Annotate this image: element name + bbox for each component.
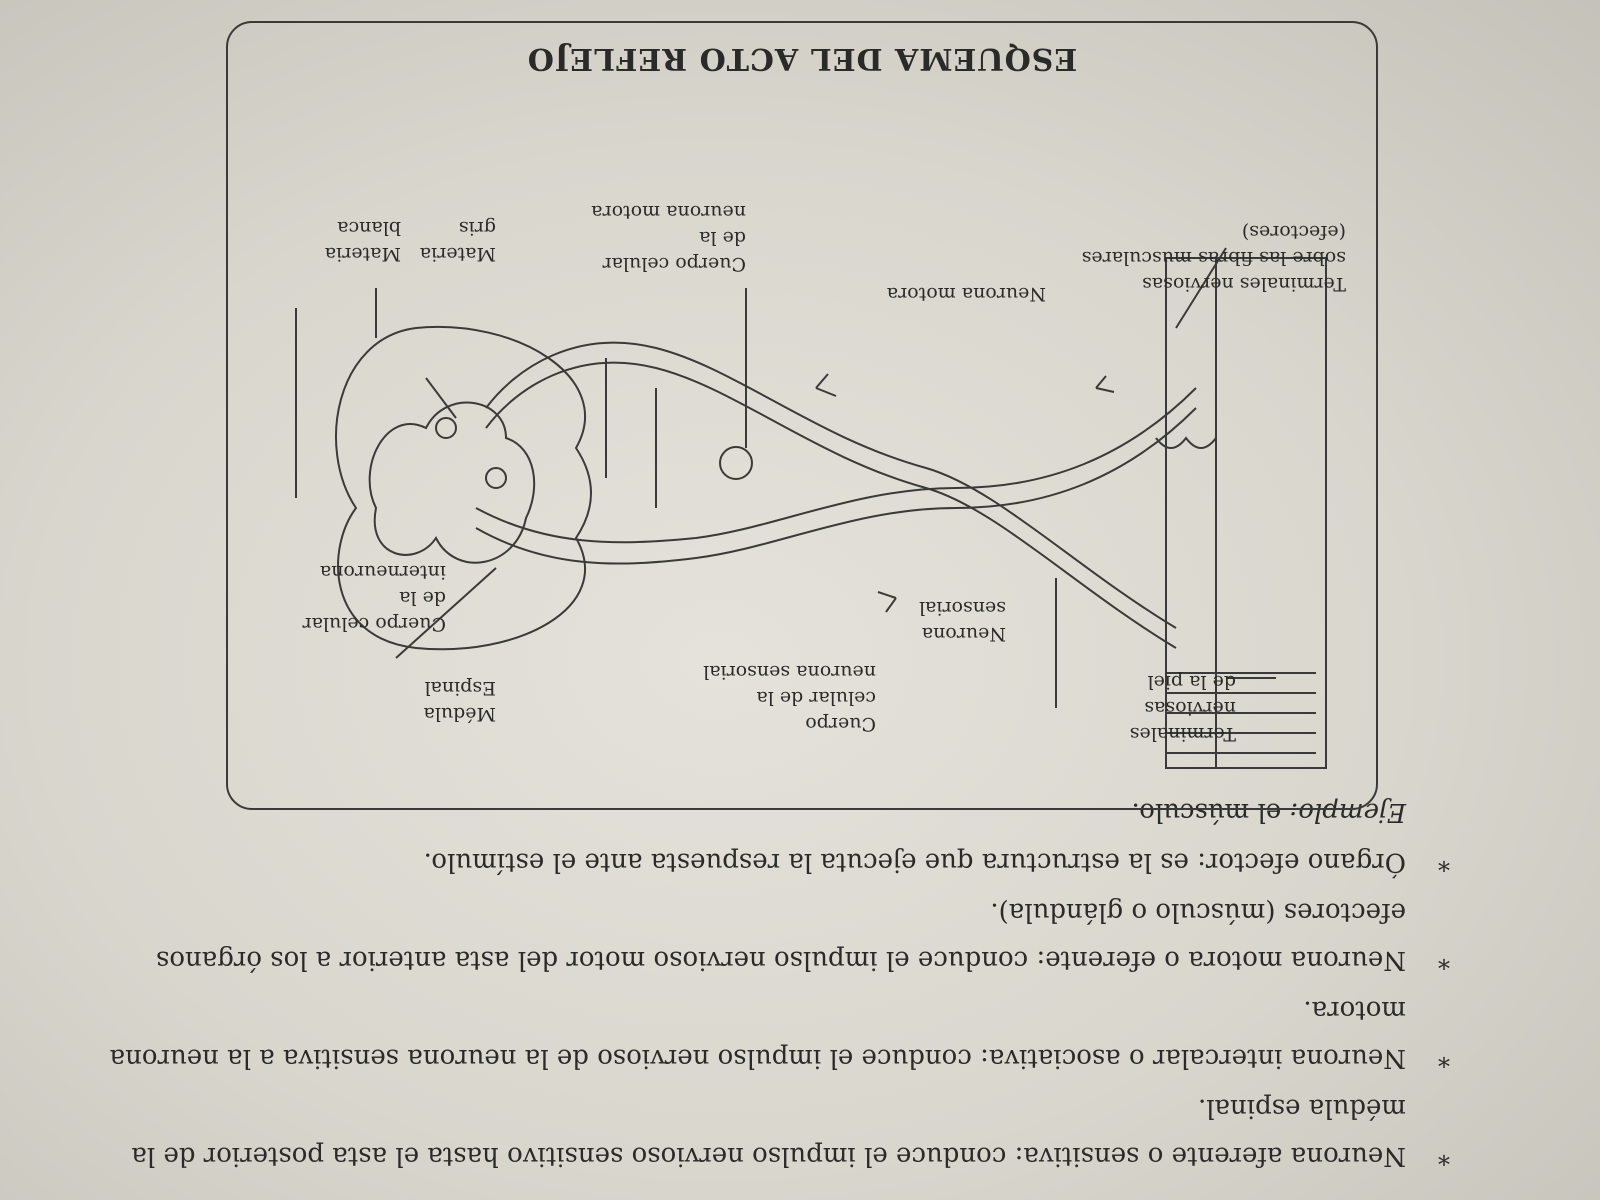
item-text: es la estructura que ejecuta la respuest… [423, 847, 1198, 877]
leader-line [1175, 247, 1227, 329]
arrow-icon [815, 373, 837, 397]
asterisk-icon: * [1438, 946, 1450, 974]
label-medula: Médula Espinal [417, 677, 496, 725]
muscle-fibers [1166, 672, 1316, 754]
motor-neuron-fiber-outer [485, 341, 1177, 629]
item-term: Órgano efector: [1197, 847, 1406, 877]
reflex-arc-diagram: Terminales nerviosas sobre las fibras mu… [295, 201, 1346, 769]
label-cuerpo-motora: Cuerpo celular de la neurona motora [591, 201, 746, 275]
diagram-title: ESQUEMA DEL ACTO REFLEJO [526, 41, 1078, 76]
definition-list: * Neurona aferente o sensitiva: conduce … [40, 786, 1450, 1180]
leader-line [425, 377, 457, 419]
grey-matter [368, 401, 536, 564]
motor-neuron-fiber [485, 361, 1177, 649]
item-term: Neurona aferente o sensitiva: [1014, 1141, 1406, 1171]
list-item: * Neurona motora o eferente: conduce el … [40, 888, 1450, 984]
item-term: Neurona motora o eferente: [1036, 945, 1406, 975]
sensory-neuron-fiber [475, 407, 1197, 565]
leader-line [395, 567, 497, 659]
label-neurona-motora: Neurona motora [887, 283, 1046, 305]
label-cuerpo-interneurona: Cuerpo celular de la interneurona [297, 561, 446, 635]
label-efectores: Terminales nerviosas sobre las fibras mu… [1076, 221, 1346, 295]
asterisk-icon: * [1438, 848, 1450, 876]
list-item: * Neurona aferente o sensitiva: conduce … [40, 1084, 1450, 1180]
sensory-neuron-fiber-outer [475, 387, 1197, 544]
label-terminales-piel: Terminales nerviosas de la piel [1124, 671, 1236, 745]
motor-cell-body [435, 417, 457, 439]
label-neurona-sensorial: Neurona sensorial [916, 597, 1006, 645]
asterisk-icon: * [1438, 1044, 1450, 1072]
label-materia-gris: Materia gris [414, 217, 496, 265]
arrow-icon [877, 591, 897, 613]
label-materia-blanca: Materia blanca [319, 217, 401, 265]
skin-surface [1155, 436, 1217, 449]
asterisk-icon: * [1438, 1142, 1450, 1170]
item-term: Neurona intercalar o asociativa: [980, 1043, 1406, 1073]
tissue-block [1165, 257, 1327, 769]
list-item: * Órgano efector: es la estructura que e… [40, 838, 1450, 886]
label-cuerpo-sensorial: Cuerpo celular de la neurona sensorial [703, 661, 876, 735]
spinal-cord [335, 325, 592, 651]
list-item: * Neurona intercalar o asociativa: condu… [40, 986, 1450, 1082]
sensory-cell-body [719, 446, 753, 480]
reflex-diagram-frame: Terminales nerviosas sobre las fibras mu… [226, 21, 1378, 810]
interneuron-cell-body [485, 467, 507, 489]
arrow-icon [1095, 375, 1115, 393]
